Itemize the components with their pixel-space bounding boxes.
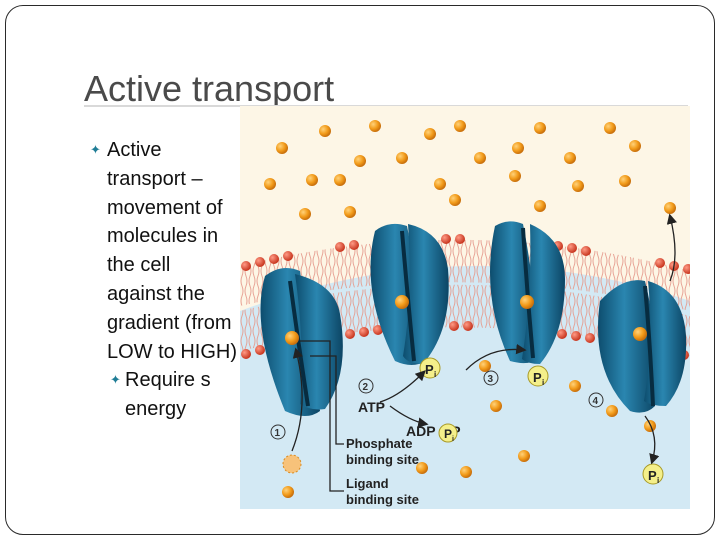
dashed-molecule (282, 454, 302, 474)
svg-text:binding site: binding site (346, 452, 419, 467)
pi-label-released: P (648, 468, 657, 483)
pi-label-2: P (425, 362, 434, 377)
ligand-site-leader (300, 340, 344, 492)
svg-text:binding site: binding site (346, 492, 419, 507)
adp-phosphate-circle (438, 423, 458, 443)
bullet-item: ✦ Active transport – movement of molecul… (90, 136, 240, 366)
svg-text:i: i (542, 378, 544, 387)
step-marker-4: 4 (588, 392, 604, 408)
step-marker-3: 3 (483, 370, 499, 386)
svg-text:1: 1 (275, 428, 281, 439)
step-marker-1: 1 (270, 424, 286, 440)
adp-pi-p: P (444, 427, 452, 441)
ligand-binding-site-label: Ligand binding site (346, 476, 419, 507)
transport-protein-2 (370, 223, 449, 365)
bullet-text: Active transport – movement of molecules… (107, 139, 238, 363)
svg-text:3: 3 (488, 374, 494, 385)
slide-body: ✦ Active transport – movement of molecul… (90, 136, 240, 424)
sub-bullet-item: ✦ Require s energy (110, 366, 240, 424)
atp-label: ATP (358, 399, 385, 415)
exterior-molecules (264, 120, 676, 220)
svg-text:4: 4 (593, 396, 599, 407)
svg-text:i: i (452, 436, 454, 443)
sub-bullet-text: Require s energy (125, 369, 211, 421)
membrane (240, 234, 690, 360)
phosphate-group-3: P i (527, 365, 549, 387)
sub-bullet-icon: ✦ (110, 372, 121, 388)
svg-text:2: 2 (363, 382, 369, 393)
active-transport-diagram: P i P i P i 1 2 3 4 ATP (240, 106, 690, 509)
phosphate-binding-site-label: Phosphate binding site (346, 436, 419, 467)
slide-title: Active transport (84, 68, 335, 109)
svg-text:i: i (657, 476, 659, 485)
pi-label-3: P (533, 370, 542, 385)
transport-protein-4 (598, 280, 687, 413)
bullet-icon: ✦ (90, 142, 101, 157)
svg-text:Ligand: Ligand (346, 476, 389, 491)
transport-protein-3 (490, 221, 565, 364)
slide: Active transport ✦ Active transport – mo… (5, 5, 715, 535)
process-arrows (291, 213, 677, 465)
transport-protein-1 (260, 267, 343, 416)
phosphate-released: P i (642, 463, 664, 485)
step-marker-2: 2 (358, 378, 374, 394)
svg-text:i: i (434, 370, 436, 379)
phosphate-site-leader (310, 355, 344, 445)
svg-text:Phosphate: Phosphate (346, 436, 412, 451)
